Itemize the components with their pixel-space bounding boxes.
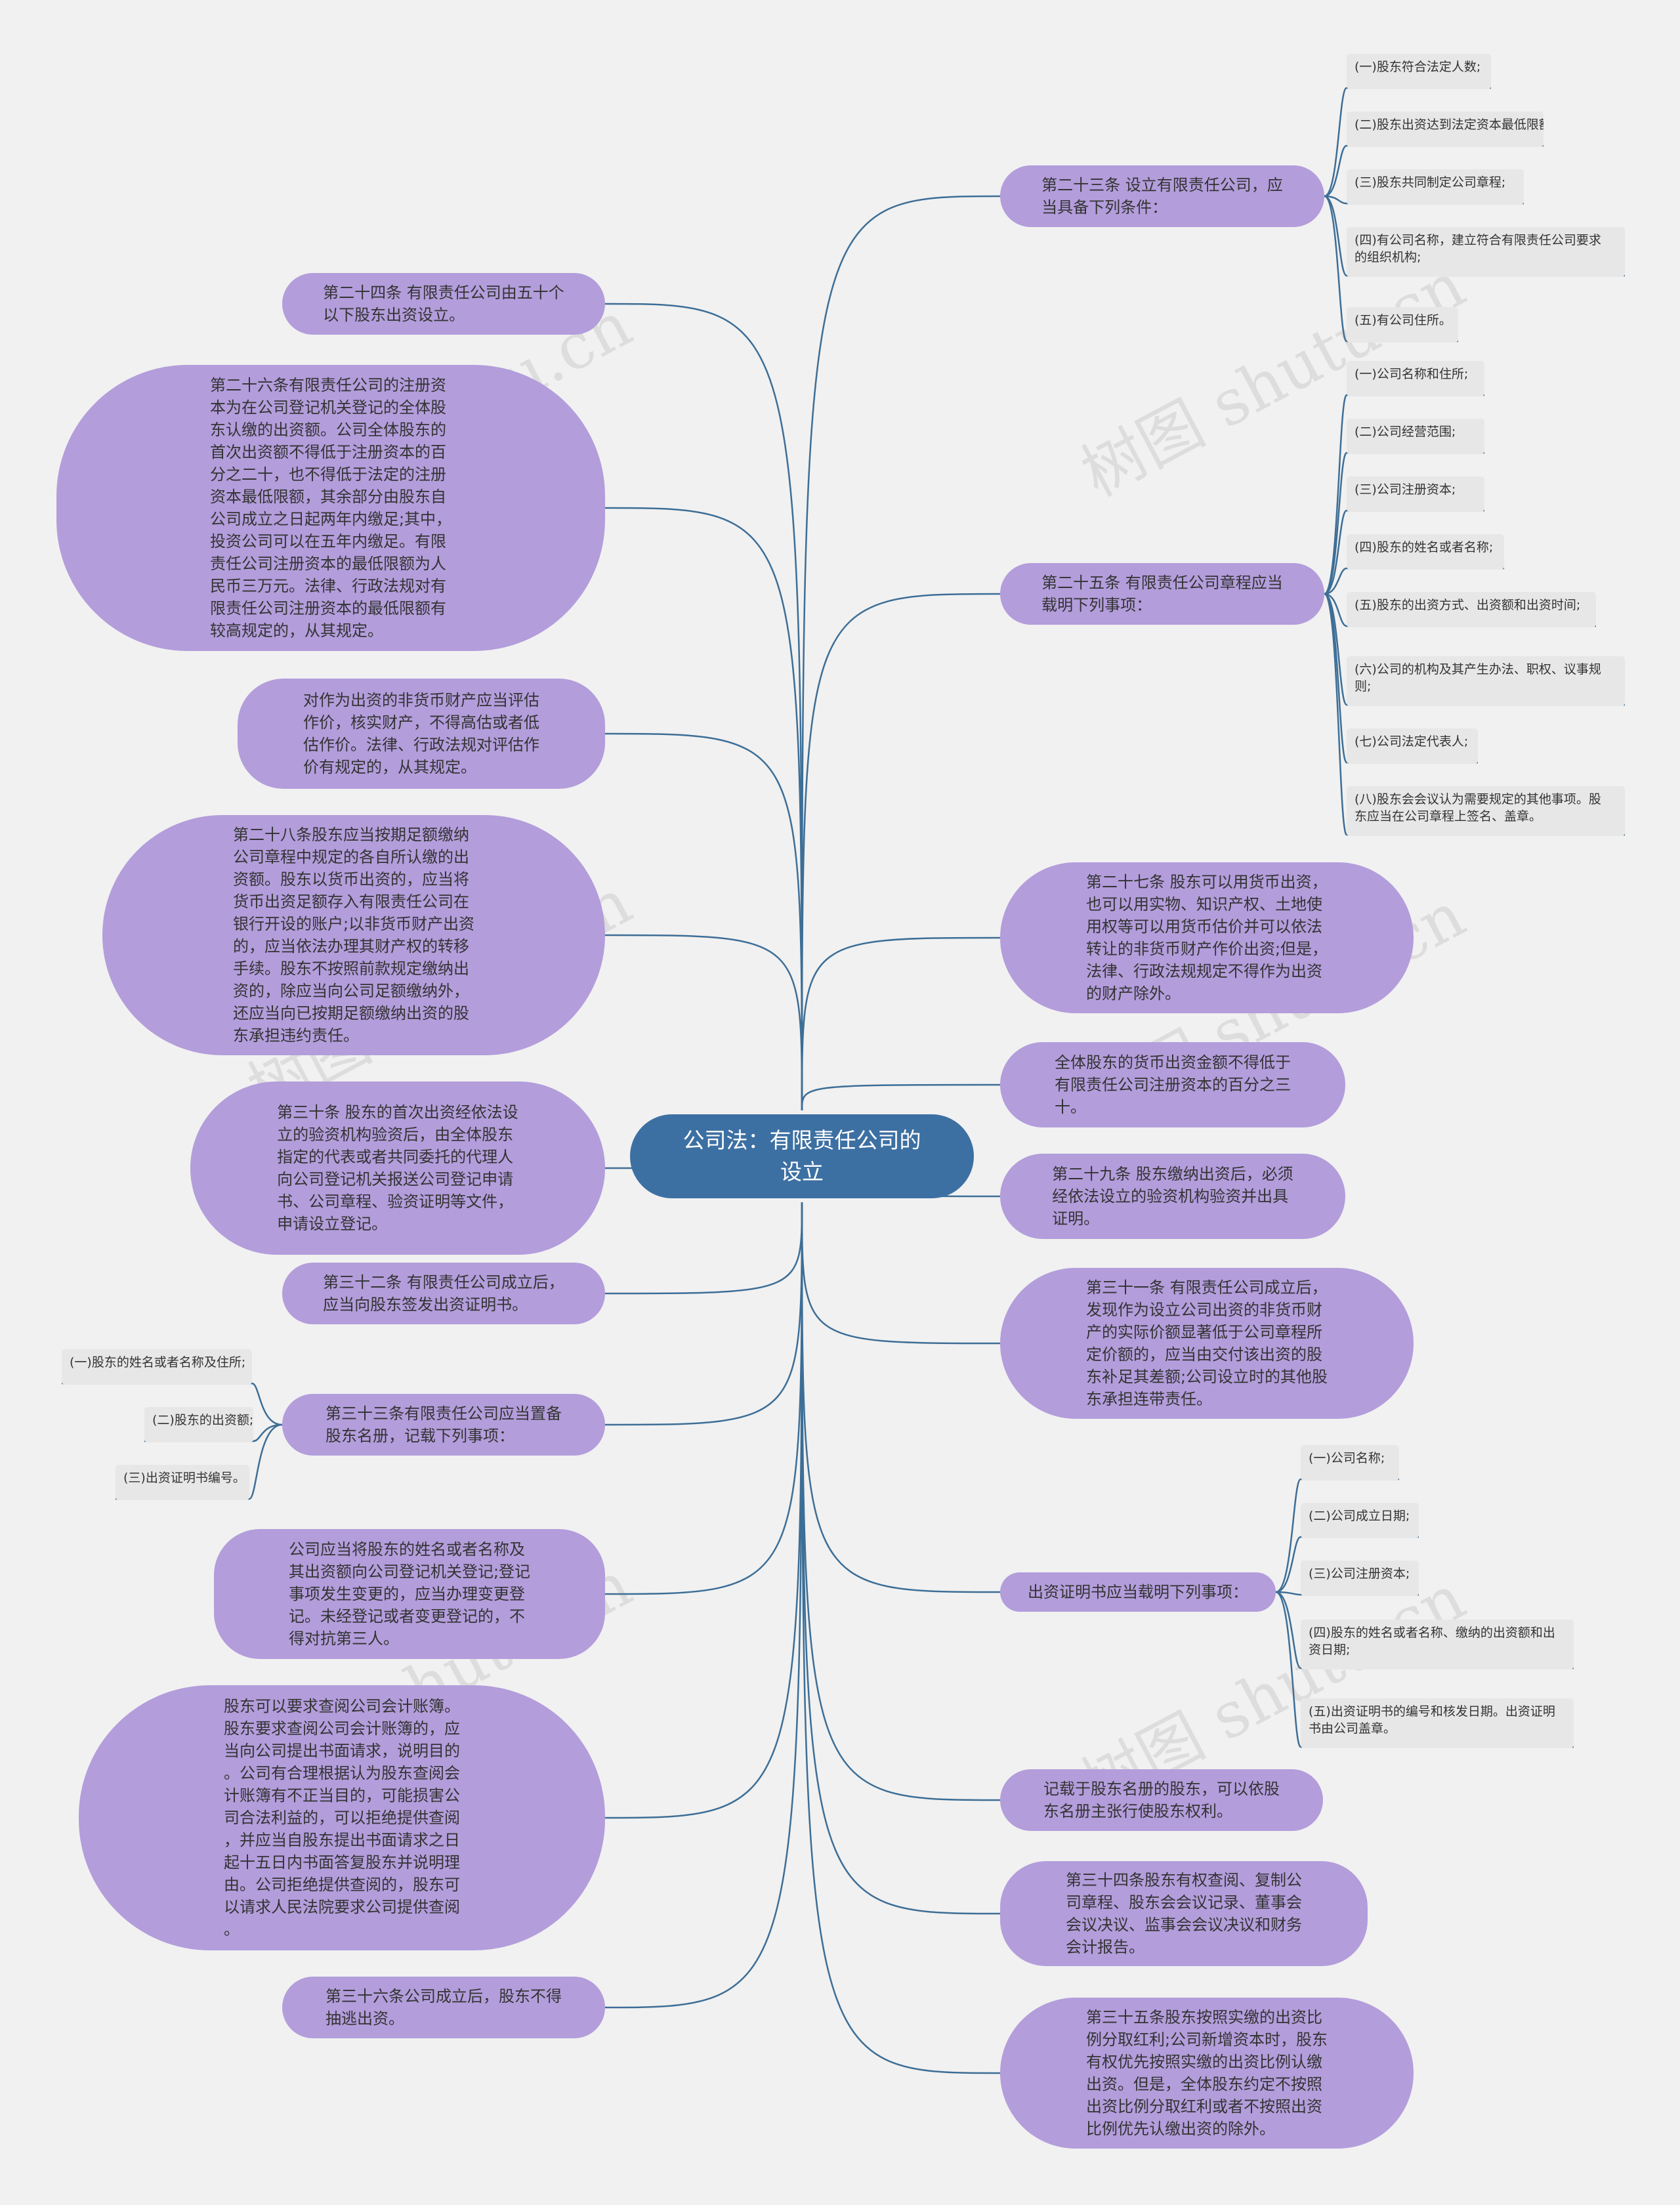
connector-right-7 <box>801 1202 1001 1593</box>
article25-leaf-6[interactable]: (六)公司的机构及其产生办法、职权、议事规 则; <box>1347 656 1625 706</box>
article23-leaf-2[interactable]: (二)股东出资达到法定资本最低限额; <box>1347 112 1544 147</box>
certificate-link-1 <box>1275 1478 1302 1593</box>
article25-link-2 <box>1324 452 1348 595</box>
connector-left-4 <box>604 934 803 1111</box>
branch-node-left-10[interactable]: 第三十六条公司成立后，股东不得 抽逃出资。 <box>282 1977 605 2038</box>
branch-node-right-3[interactable]: 第二十七条 股东可以用货币出资， 也可以用实物、知识产权、土地使 用权等可以用货… <box>1000 862 1414 1013</box>
branch-node-right-10[interactable]: 第三十五条股东按照实缴的出资比 例分取红利;公司新增资本时，股东 有权优先按照实… <box>1000 1998 1414 2149</box>
branch-node-left-4[interactable]: 第二十八条股东应当按期足额缴纳 公司章程中规定的各自所认缴的出 资额。股东以货币… <box>102 815 605 1055</box>
certificate-leaf-1[interactable]: (一)公司名称; <box>1301 1445 1399 1480</box>
article23-link-3 <box>1324 195 1347 205</box>
connector-left-7 <box>604 1202 803 1426</box>
branch-node-left-5[interactable]: 第三十条 股东的首次出资经依法设 立的验资机构验资后，由全体股东 指定的代表或者… <box>190 1082 605 1255</box>
connector-right-4 <box>801 1083 1001 1111</box>
article25-link-4 <box>1324 567 1347 595</box>
branch-node-left-7[interactable]: 第三十三条有限责任公司应当置备 股东名册，记载下列事项： <box>282 1394 605 1456</box>
article25-link-7 <box>1324 593 1348 764</box>
article25-link-8 <box>1323 593 1348 836</box>
connector-right-6 <box>801 1202 1001 1345</box>
article33-leaf-2[interactable]: (二)股东的出资额; <box>144 1407 253 1442</box>
certificate-link-3 <box>1275 1591 1301 1596</box>
branch-node-right-4[interactable]: 全体股东的货币出资金额不得低于 有限责任公司注册资本的百分之三 十。 <box>1000 1042 1345 1127</box>
connector-left-1 <box>604 303 803 1111</box>
certificate-link-2 <box>1275 1536 1301 1593</box>
article23-leaf-5[interactable]: (五)有公司住所。 <box>1347 307 1458 343</box>
branch-node-right-2[interactable]: 第二十五条 有限责任公司章程应当 载明下列事项： <box>1000 563 1324 625</box>
branch-node-left-6[interactable]: 第三十二条 有限责任公司成立后， 应当向股东签发出资证明书。 <box>282 1263 605 1324</box>
connector-left-6 <box>604 1202 803 1295</box>
article25-leaf-3[interactable]: (三)公司注册资本; <box>1347 476 1484 512</box>
article25-leaf-1[interactable]: (一)公司名称和住所; <box>1347 361 1484 396</box>
connector-right-10 <box>801 1202 1001 2074</box>
connector-right-2 <box>801 593 1001 1111</box>
article25-leaf-5[interactable]: (五)股东的出资方式、出资额和出资时间; <box>1347 592 1596 627</box>
article25-leaf-7[interactable]: (七)公司法定代表人; <box>1347 728 1478 764</box>
connector-left-2 <box>604 507 803 1111</box>
article23-leaf-3[interactable]: (三)股东共同制定公司章程; <box>1347 169 1524 205</box>
connector-left-8 <box>604 1202 803 1595</box>
branch-node-right-6[interactable]: 第三十一条 有限责任公司成立后， 发现作为设立公司出资的非货币财 产的实际价额显… <box>1000 1268 1414 1419</box>
connector-right-8 <box>801 1202 1001 1801</box>
article33-link-3 <box>249 1423 283 1500</box>
certificate-leaf-5[interactable]: (五)出资证明书的编号和核发日期。出资证明 书由公司盖章。 <box>1301 1698 1574 1748</box>
connector-left-10 <box>604 1202 803 2009</box>
article25-leaf-8[interactable]: (八)股东会会议认为需要规定的其他事项。股 东应当在公司章程上签名、盖章。 <box>1347 786 1625 836</box>
article25-leaf-4[interactable]: (四)股东的姓名或者名称; <box>1347 534 1504 570</box>
root-topic[interactable]: 公司法：有限责任公司的 设立 <box>630 1114 974 1198</box>
branch-node-right-9[interactable]: 第三十四条股东有权查阅、复制公 司章程、股东会会议记录、董事会 会议决议、监事会… <box>1000 1861 1368 1966</box>
article33-leaf-3[interactable]: (三)出资证明书编号。 <box>116 1465 249 1500</box>
branch-node-right-8[interactable]: 记载于股东名册的股东，可以依股 东名册主张行使股东权利。 <box>1000 1769 1323 1831</box>
branch-node-left-3[interactable]: 对作为出资的非货币财产应当评估 作价，核实财产，不得高估或者低 估作价。法律、行… <box>238 679 605 789</box>
article33-link-2 <box>253 1423 283 1442</box>
branch-node-right-7[interactable]: 出资证明书应当载明下列事项： <box>1000 1572 1276 1612</box>
article25-link-3 <box>1324 509 1348 595</box>
connector-left-3 <box>604 732 803 1111</box>
article33-link-1 <box>251 1382 283 1426</box>
article23-link-5 <box>1324 195 1348 343</box>
connector-right-9 <box>801 1202 1001 1915</box>
branch-node-left-9[interactable]: 股东可以要求查阅公司会计账簿。 股东要求查阅公司会计账簿的，应 当向公司提出书面… <box>79 1685 605 1950</box>
connector-right-1 <box>801 195 1001 1111</box>
article25-link-6 <box>1324 593 1348 706</box>
article25-link-1 <box>1324 394 1348 595</box>
certificate-leaf-3[interactable]: (三)公司注册资本; <box>1301 1561 1419 1596</box>
article23-link-2 <box>1324 144 1347 198</box>
branch-node-left-2[interactable]: 第二十六条有限责任公司的注册资 本为在公司登记机关登记的全体股 东认缴的出资额。… <box>56 365 605 651</box>
article33-leaf-1[interactable]: (一)股东的姓名或者名称及住所; <box>62 1349 252 1385</box>
certificate-leaf-2[interactable]: (二)公司成立日期; <box>1301 1503 1419 1538</box>
branch-node-right-5[interactable]: 第二十九条 股东缴纳出资后，必须 经依法设立的验资机构验资并出具 证明。 <box>1000 1154 1345 1239</box>
article25-leaf-2[interactable]: (二)公司经营范围; <box>1347 419 1484 454</box>
article23-link-1 <box>1324 87 1348 198</box>
branch-node-left-1[interactable]: 第二十四条 有限责任公司由五十个 以下股东出资设立。 <box>282 273 605 335</box>
connector-left-9 <box>604 1202 803 1819</box>
article23-link-4 <box>1324 195 1348 277</box>
branch-node-right-1[interactable]: 第二十三条 设立有限责任公司，应 当具备下列条件： <box>1000 165 1324 227</box>
article23-leaf-1[interactable]: (一)股东符合法定人数; <box>1347 54 1491 89</box>
branch-node-left-8[interactable]: 公司应当将股东的姓名或者名称及 其出资额向公司登记机关登记;登记 事项发生变更的… <box>214 1529 605 1659</box>
article25-link-5 <box>1324 593 1347 627</box>
certificate-link-5 <box>1275 1591 1302 1748</box>
certificate-link-4 <box>1275 1591 1302 1670</box>
certificate-leaf-4[interactable]: (四)股东的姓名或者名称、缴纳的出资额和出 资日期; <box>1301 1620 1574 1670</box>
connector-right-3 <box>801 936 1001 1111</box>
article23-leaf-4[interactable]: (四)有公司名称，建立符合有限责任公司要求 的组织机构; <box>1347 227 1625 277</box>
